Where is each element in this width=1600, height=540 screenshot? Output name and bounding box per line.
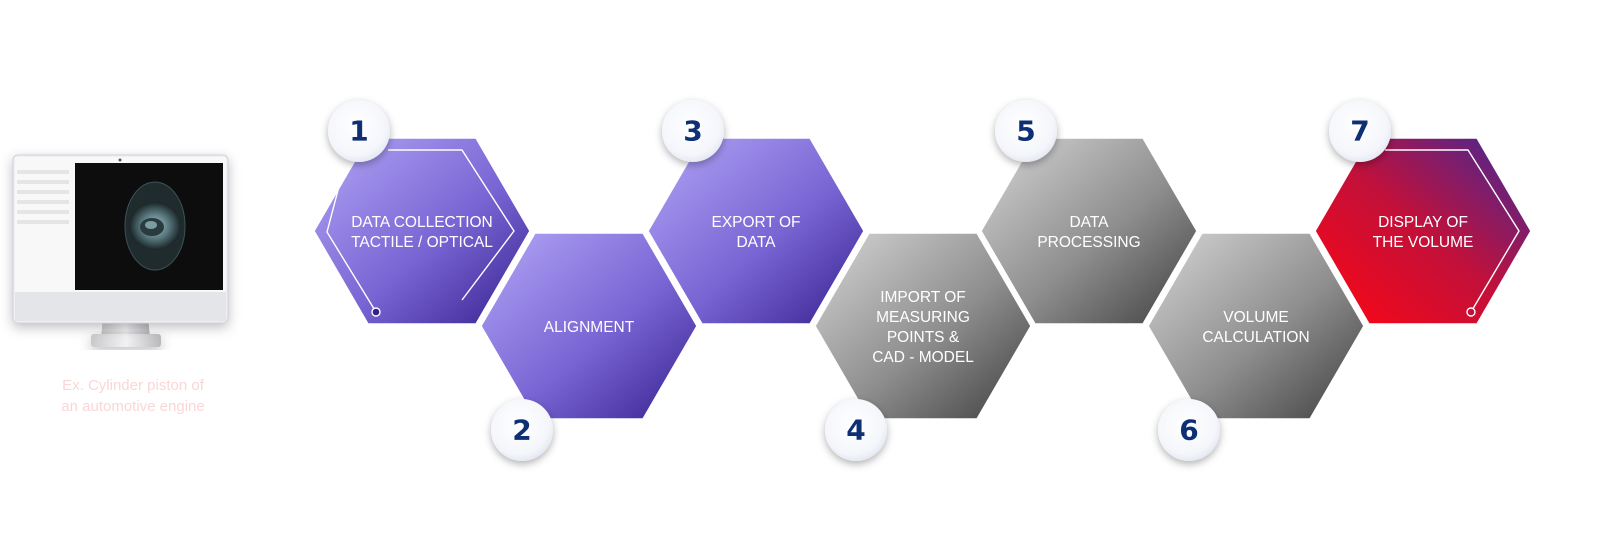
step-2-label-line-1: ALIGNMENT [544,319,635,336]
step-4-number: 4 [846,414,865,447]
side-panel [17,170,69,224]
step-3-label-line-2: DATA [736,234,776,251]
step-3-number: 3 [683,115,702,148]
badge-circle [1329,100,1391,162]
step-6-number: 6 [1179,414,1198,447]
connector-line-step-7 [1385,149,1520,313]
step-4-label-line-4: CAD - MODEL [872,349,974,366]
monitor-screen [12,154,229,324]
connector-dot-step-1 [371,307,381,317]
step-5-badge: 5 [995,100,1057,162]
step-2-badge: 2 [491,399,553,461]
step-7-number: 7 [1350,115,1369,148]
step-1-number: 1 [349,115,368,148]
step-1-badge: 1 [328,100,390,162]
step-badges: 1 2 3 4 5 6 7 [328,100,1391,461]
caption-line-1: Ex. Cylinder piston of [62,377,205,394]
step-5-label-line-1: DATA [1069,214,1109,231]
step-6-label-line-1: VOLUME [1223,309,1288,326]
step-4-label-line-1: IMPORT OF [880,289,966,306]
badge-circle [1158,399,1220,461]
step-3-hexagon: EXPORT OF DATA [647,137,865,325]
step-1-hexagon: DATA COLLECTION TACTILE / OPTICAL [313,137,531,325]
decorative-connector-lines [326,149,1520,317]
badge-circle [491,399,553,461]
step-5-label-line-2: PROCESSING [1037,234,1140,251]
step-4-badge: 4 [825,399,887,461]
step-6-hexagon: VOLUME CALCULATION [1147,232,1365,420]
step-7-label-line-2: THE VOLUME [1373,234,1474,251]
step-7-label-line-1: DISPLAY OF [1378,214,1468,231]
step-2-number: 2 [512,414,531,447]
badge-circle [995,100,1057,162]
step-4-label-line-3: POINTS & [887,329,960,346]
badge-circle [662,100,724,162]
piston-render [124,181,186,271]
connector-dot-step-7 [1466,307,1476,317]
step-3-label-line-1: EXPORT OF [711,214,800,231]
hexagon-steps: DATA COLLECTION TACTILE / OPTICAL ALIGNMEN… [313,137,1532,420]
monitor-illustration: Ex. Cylinder piston of an automotive eng… [12,154,229,415]
step-6-badge: 6 [1158,399,1220,461]
step-7-badge: 7 [1329,100,1391,162]
badge-circle [328,100,390,162]
step-5-number: 5 [1016,115,1035,148]
connector-line-step-1 [388,149,515,301]
step-2-hexagon: ALIGNMENT [480,232,698,420]
step-6-label-line-2: CALCULATION [1202,329,1309,346]
step-1-label-line-1: DATA COLLECTION [351,214,493,231]
step-3-badge: 3 [662,100,724,162]
step-4-hexagon: IMPORT OF MEASURING POINTS & CAD - MODEL [814,232,1032,420]
badge-circle [825,399,887,461]
caption-line-2: an automotive engine [61,398,204,415]
step-5-hexagon: DATA PROCESSING [980,137,1198,325]
step-1-label-line-2: TACTILE / OPTICAL [351,234,493,251]
connector-line-step-1-left [326,159,377,313]
step-4-label-line-2: MEASURING [876,309,970,326]
